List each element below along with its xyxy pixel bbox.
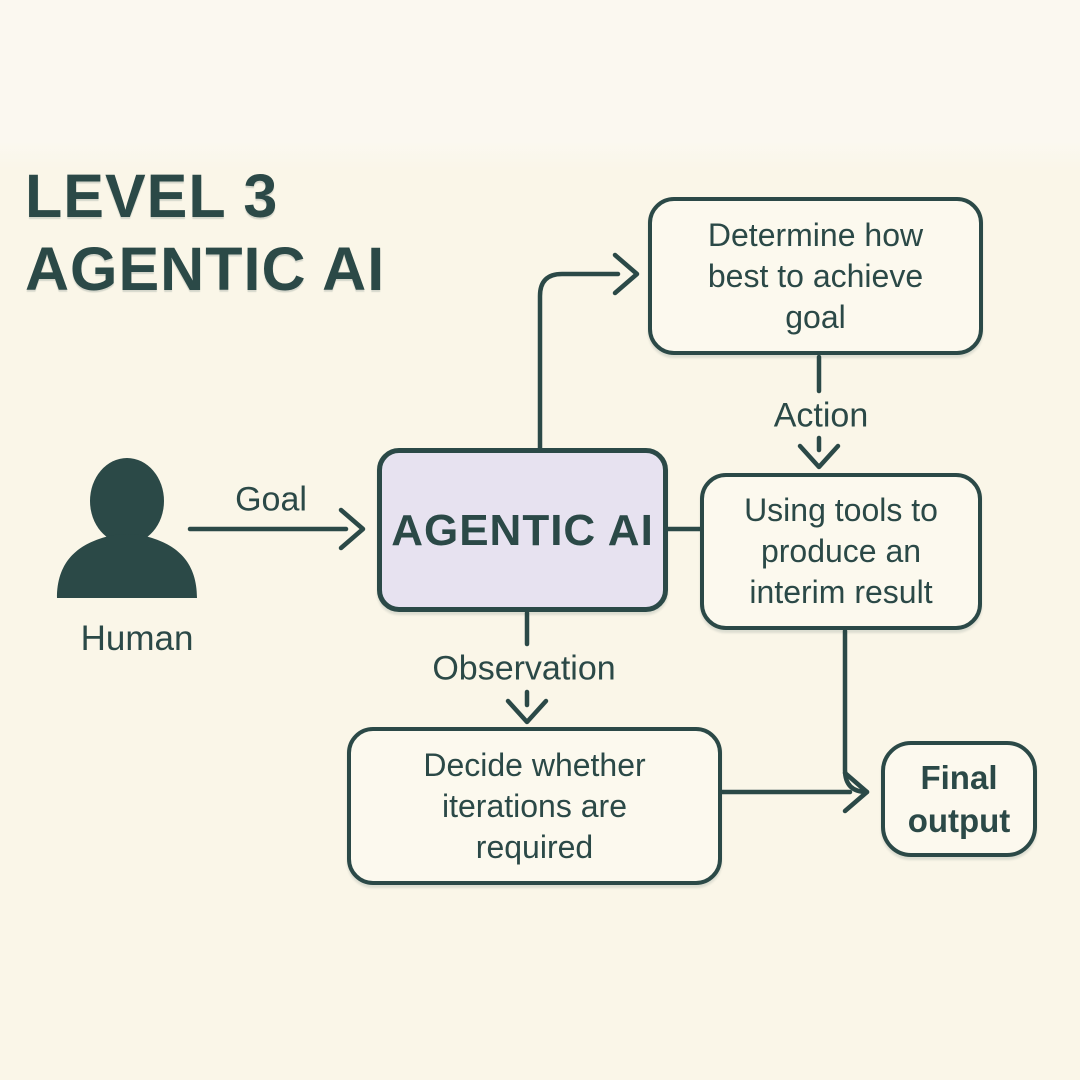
page-title: LEVEL 3 AGENTIC AI <box>25 162 386 304</box>
human-label: Human <box>80 619 194 658</box>
node-decide-iterations: Decide whether iterations are required <box>347 727 722 885</box>
edge-label-goal: Goal <box>235 480 307 519</box>
edge-label-observation: Observation <box>432 649 616 688</box>
observation-arrowhead-icon <box>505 698 549 725</box>
goal-arrowhead-icon <box>338 507 366 551</box>
human-icon <box>57 458 197 598</box>
node-decide-label: Decide whether iterations are required <box>423 746 646 865</box>
node-agentic-ai: AGENTIC AI <box>377 448 668 612</box>
node-determine-how: Determine how best to achieve goal <box>648 197 983 355</box>
node-agentic-label: AGENTIC AI <box>391 505 654 555</box>
determine-arrowhead-icon <box>612 252 640 296</box>
edge-label-action: Action <box>773 396 869 435</box>
tools-to-final-line <box>842 628 870 795</box>
node-final-output-label: Final output <box>907 759 1011 839</box>
node-using-tools-label: Using tools to produce an interim result <box>744 492 938 610</box>
node-determine-label: Determine how best to achieve goal <box>707 216 924 335</box>
agentic-to-determine-line <box>537 271 621 451</box>
node-using-tools: Using tools to produce an interim result <box>700 473 982 630</box>
action-arrowhead-icon <box>797 443 841 470</box>
node-final-output: Final output <box>881 741 1037 857</box>
